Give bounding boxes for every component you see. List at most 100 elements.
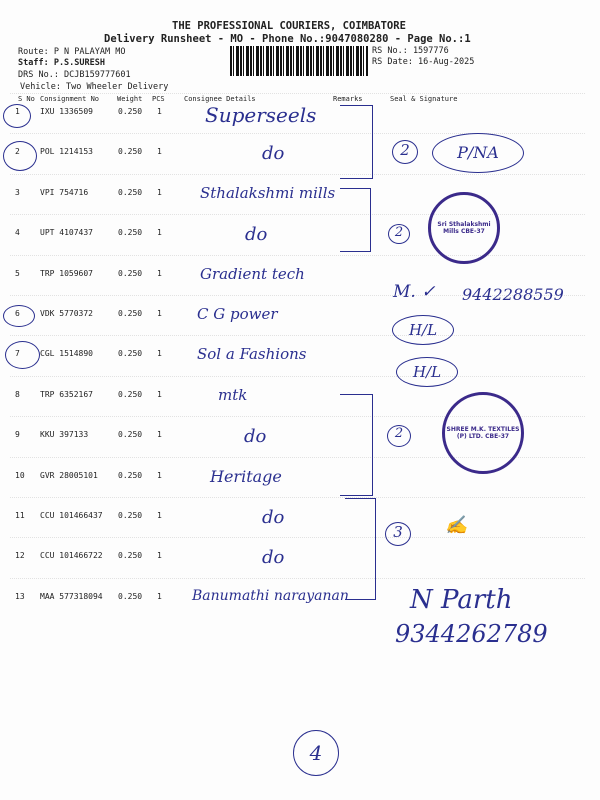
row-divider — [10, 133, 585, 135]
row-divider — [10, 295, 585, 296]
row-pcs: 1 — [157, 268, 162, 278]
row-weight: 0.250 — [118, 389, 143, 399]
barcode — [230, 46, 368, 76]
row-pcs: 1 — [157, 228, 162, 238]
row-consignee-handwritten: mtk — [218, 385, 248, 404]
row-divider — [10, 375, 585, 377]
row-consignment-no: MAA 577318094 — [40, 591, 103, 601]
row-consignee-handwritten: do — [244, 426, 267, 448]
row-weight: 0.250 — [118, 430, 143, 440]
row-consignee-handwritten: Sol a Fashions — [197, 345, 307, 364]
row-consignee-handwritten: C G power — [197, 305, 278, 323]
row-pcs: 1 — [157, 349, 162, 359]
row-sno: 5 — [15, 268, 20, 278]
row-consignee-handwritten: Heritage — [210, 466, 282, 486]
company-stamp: SHREE M.K. TEXTILES (P) LTD. CBE-37 — [442, 392, 524, 474]
row-divider — [10, 577, 585, 579]
row-consignee-handwritten: Banumathi narayanan — [192, 587, 349, 604]
row-pcs: 1 — [157, 551, 162, 561]
signature-5: M. ✓ — [393, 282, 436, 302]
row-consignee-handwritten: do — [262, 143, 285, 165]
row-consignment-no: POL 1214153 — [40, 147, 93, 157]
row-consignment-no: CCU 101466722 — [40, 551, 103, 561]
signature-13: N Parth — [410, 585, 513, 615]
row-sno: 11 — [15, 511, 25, 520]
row-consignment-no: CGL 1514890 — [40, 349, 93, 359]
row-consignment-no: CCU 101466437 — [40, 511, 103, 520]
table-row: 9 KKU 397133 0.250 1 do — [0, 426, 600, 470]
phone-13: 9344262789 — [395, 620, 548, 648]
row-consignee-handwritten: Superseels — [205, 103, 317, 127]
col-pcs: PCS — [152, 95, 165, 103]
row-consignment-no: KKU 397133 — [40, 430, 89, 440]
row-pcs: 1 — [157, 309, 162, 318]
row-pcs: 1 — [157, 389, 162, 399]
row-consignment-no: IXU 1336509 — [40, 107, 93, 116]
remark-2: 2 — [388, 224, 410, 244]
row-divider — [10, 173, 585, 175]
row-sno: 13 — [15, 591, 25, 601]
row-sno: 3 — [15, 187, 20, 197]
row-divider — [10, 497, 585, 498]
company-stamp: Sri Sthalakshmi Mills CBE-37 — [428, 192, 500, 264]
runsheet-subtitle: Delivery Runsheet - MO - Phone No.:90470… — [104, 33, 471, 45]
signature-1: P/NA — [432, 133, 524, 173]
bracket-mark — [340, 394, 373, 496]
row-sno: 12 — [15, 551, 25, 561]
vehicle: Vehicle: Two Wheeler Delivery — [20, 82, 169, 92]
row-divider — [10, 254, 585, 256]
row-pcs: 1 — [157, 591, 162, 601]
row-pcs: 1 — [157, 187, 162, 197]
route: Route: P N PALAYAM MO — [18, 47, 126, 57]
row-weight: 0.250 — [118, 551, 143, 561]
rs-no: RS No.: 1597776 — [372, 46, 449, 56]
row-divider — [10, 214, 585, 216]
row-sno: 9 — [15, 430, 20, 440]
row-pcs: 1 — [157, 470, 162, 480]
row-consignee-handwritten: Gradient tech — [200, 264, 305, 283]
row-weight: 0.250 — [118, 228, 143, 238]
row-sno: 8 — [15, 389, 20, 399]
company-title: THE PROFESSIONAL COURIERS, COIMBATORE — [172, 20, 406, 32]
circle-mark — [3, 141, 37, 171]
bracket-mark — [345, 498, 376, 600]
remark-2: 2 — [387, 425, 411, 447]
row-weight: 0.250 — [118, 309, 143, 318]
col-weight: Weight — [117, 95, 143, 103]
circle-mark — [3, 305, 35, 327]
col-consignee: Consignee Details — [184, 95, 256, 103]
row-divider — [10, 416, 585, 418]
row-consignee-handwritten: do — [262, 507, 285, 528]
row-pcs: 1 — [157, 430, 162, 440]
row-sno: 4 — [15, 228, 20, 238]
row-pcs: 1 — [157, 147, 162, 157]
row-weight: 0.250 — [118, 511, 143, 520]
circle-mark — [5, 341, 40, 369]
staff: Staff: P.S.SURESH — [18, 58, 105, 68]
row-weight: 0.250 — [118, 591, 143, 601]
col-sno: S No — [18, 95, 35, 103]
row-consignment-no: VDK 5770372 — [40, 309, 93, 318]
row-divider — [10, 537, 585, 539]
row-weight: 0.250 — [118, 268, 143, 278]
row-consignment-no: GVR 28005101 — [40, 470, 98, 480]
phone-5: 9442288559 — [462, 285, 564, 304]
row-consignment-no: VPI 754716 — [40, 187, 89, 197]
row-divider — [10, 456, 585, 458]
row-divider — [10, 335, 585, 337]
table-row: 8 TRP 6352167 0.250 1 mtk — [0, 386, 600, 430]
col-consignment: Consignment No — [40, 95, 100, 103]
row-divider — [10, 93, 585, 94]
table-row: 13 MAA 577318094 0.250 1 Banumathi narayanan — [0, 588, 600, 632]
remark-2: 2 — [392, 140, 418, 164]
row-consignment-no: TRP 6352167 — [40, 389, 93, 399]
bracket-mark — [340, 105, 373, 179]
